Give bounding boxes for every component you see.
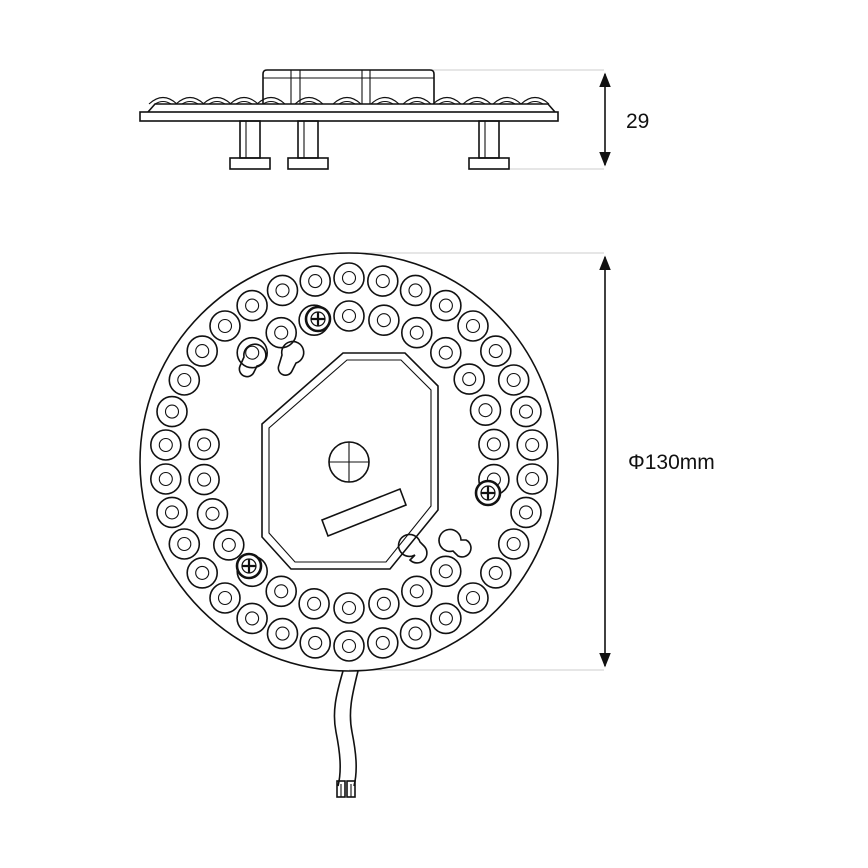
side-led-lens: [520, 96, 550, 105]
mounting-screws: [235, 305, 502, 580]
side-led-lens: [229, 96, 259, 105]
led-lens: [209, 582, 241, 614]
side-mounting-post-left: [229, 120, 271, 170]
led-lens: [333, 592, 365, 624]
led-lens: [516, 463, 549, 495]
led-lens: [497, 364, 530, 396]
side-led-lens: [175, 96, 205, 105]
led-lens: [368, 304, 400, 337]
led-lens: [150, 463, 182, 495]
screw-icon: [304, 305, 332, 333]
driver-cover: [261, 352, 439, 570]
side-led-lens: [462, 96, 492, 105]
height-dimension-label: 29: [626, 110, 649, 133]
led-lens: [479, 335, 512, 367]
side-led-lens: [294, 96, 324, 105]
side-led-lens: [402, 96, 432, 105]
led-lens: [265, 575, 298, 608]
top-view: Φ130mm: [139, 252, 715, 798]
led-lens: [368, 587, 400, 620]
led-lens: [516, 429, 549, 461]
keyhole-slot-lower-left: [397, 533, 428, 564]
diameter-dimension-label: Φ130mm: [628, 451, 715, 474]
led-lens: [478, 428, 510, 461]
led-lens: [188, 428, 220, 461]
led-lens: [299, 627, 332, 659]
led-lens: [429, 555, 462, 588]
side-led-lens: [148, 96, 178, 105]
led-lens: [298, 587, 330, 620]
led-lens: [156, 395, 188, 428]
led-lens: [266, 274, 299, 307]
led-lens: [236, 602, 268, 635]
led-lens: [399, 274, 432, 307]
side-view: 29: [139, 69, 649, 170]
power-cable: [333, 670, 359, 798]
led-lens: [497, 528, 530, 560]
led-lens: [266, 617, 299, 650]
led-lens: [430, 602, 462, 635]
module-disc-outline: [139, 252, 559, 672]
side-mounting-post-middle: [287, 120, 329, 170]
led-lens: [429, 336, 462, 369]
screw-icon: [474, 479, 502, 507]
led-lens: [156, 496, 188, 529]
led-lens: [333, 630, 365, 662]
led-lens: [510, 496, 542, 529]
keyhole-slot-upper-right: [277, 340, 305, 376]
led-lens: [333, 300, 365, 332]
side-base-plate: [139, 103, 559, 122]
led-lens: [236, 336, 268, 369]
side-led-lens: [332, 96, 362, 105]
led-lens: [168, 528, 201, 560]
led-lens: [209, 310, 241, 342]
led-lens: [186, 557, 218, 589]
side-led-lenses: [148, 96, 550, 105]
led-array: [150, 262, 549, 662]
side-mounting-post-right: [468, 120, 510, 170]
led-lens: [457, 582, 489, 614]
led-lens: [186, 335, 218, 367]
led-lens: [366, 627, 399, 659]
led-lens: [457, 310, 489, 342]
side-led-lens: [370, 96, 400, 105]
led-lens: [333, 262, 365, 294]
side-led-lens: [432, 96, 462, 105]
led-lens: [399, 617, 432, 650]
led-lens: [510, 395, 542, 428]
led-lens: [469, 394, 502, 427]
led-lens: [366, 265, 399, 297]
side-led-lens: [256, 96, 286, 105]
keyhole-slot-lower-right: [438, 528, 472, 558]
led-lens: [188, 463, 220, 496]
led-lens: [213, 529, 245, 561]
led-lens: [265, 316, 298, 349]
led-lens: [168, 364, 201, 396]
led-lens: [299, 265, 332, 297]
led-lens: [400, 316, 433, 349]
side-led-lens: [492, 96, 522, 105]
driver-round-cap: [328, 441, 370, 483]
side-led-lens: [202, 96, 232, 105]
screw-icon: [235, 552, 263, 580]
driver-label-slot: [320, 487, 408, 538]
led-lens: [400, 575, 433, 608]
led-lens: [196, 497, 229, 530]
led-lens: [479, 557, 512, 589]
side-driver-box: [262, 69, 435, 104]
led-lens: [430, 289, 462, 322]
led-lens: [150, 429, 182, 461]
led-lens: [236, 289, 268, 322]
led-lens: [453, 363, 486, 395]
keyhole-slot-upper-left: [238, 343, 267, 378]
